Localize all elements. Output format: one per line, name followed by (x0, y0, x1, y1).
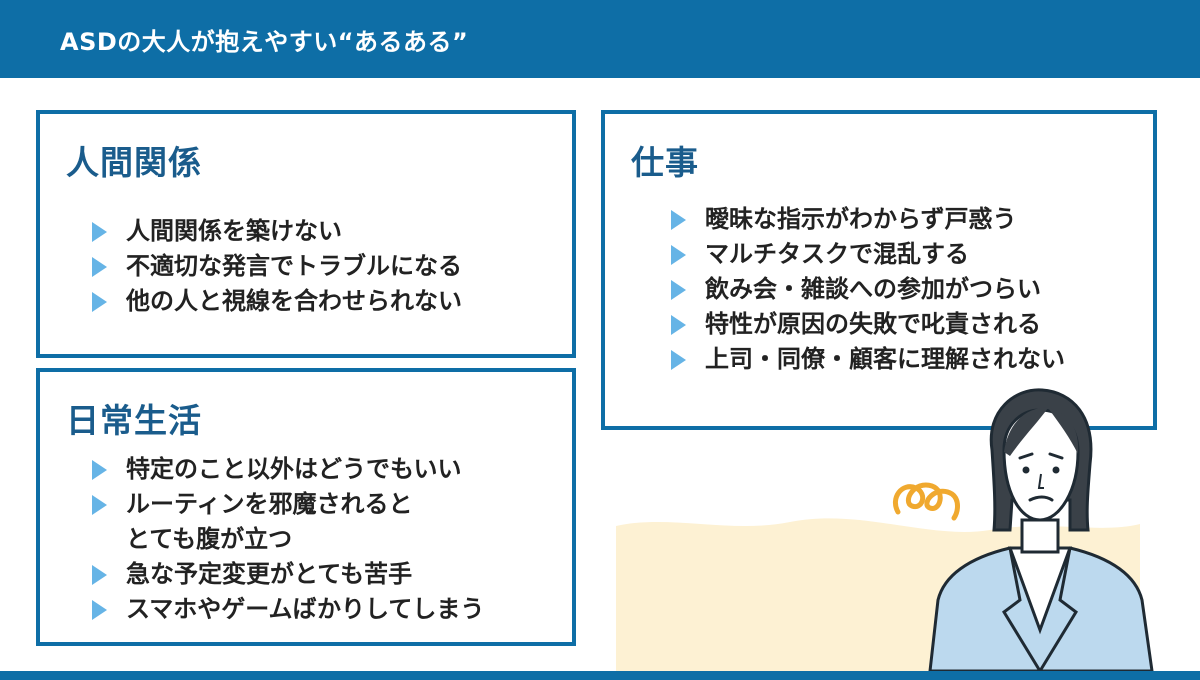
relations-list: 人間関係を築けない 不適切な発言でトラブルになる 他の人と視線を合わせられない (92, 214, 462, 319)
card-title-daily-life: 日常生活 (66, 401, 202, 440)
list-item: ルーティンを邪魔されるととても腹が立つ (92, 487, 484, 557)
list-item-continuation: とても腹が立つ (126, 525, 293, 553)
list-item: 曖昧な指示がわからず戸惑う (671, 202, 1065, 237)
list-item: 他の人と視線を合わせられない (92, 284, 462, 319)
footer-bar (0, 671, 1200, 680)
list-item: 人間関係を築けない (92, 214, 462, 249)
list-item: 不適切な発言でトラブルになる (92, 249, 462, 284)
daily-life-list: 特定のこと以外はどうでもいい ルーティンを邪魔されるととても腹が立つ 急な予定変… (92, 452, 484, 627)
list-item: スマホやゲームばかりしてしまう (92, 592, 484, 627)
work-list: 曖昧な指示がわからず戸惑う マルチタスクで混乱する 飲み会・雑談への参加がつらい… (671, 202, 1065, 377)
confusion-swirl-icon (892, 482, 960, 521)
list-item: マルチタスクで混乱する (671, 237, 1065, 272)
triangle-right-icon (92, 600, 107, 620)
card-work: 仕事 曖昧な指示がわからず戸惑う マルチタスクで混乱する 飲み会・雑談への参加が… (601, 110, 1157, 430)
list-item: 急な予定変更がとても苦手 (92, 557, 484, 592)
triangle-right-icon (671, 245, 686, 265)
triangle-right-icon (92, 495, 107, 515)
card-title-relations: 人間関係 (66, 143, 202, 182)
worried-woman-illustration (928, 388, 1154, 671)
list-item: 特定のこと以外はどうでもいい (92, 452, 484, 487)
triangle-right-icon (671, 210, 686, 230)
triangle-right-icon (92, 460, 107, 480)
list-item: 特性が原因の失敗で叱責される (671, 307, 1065, 342)
triangle-right-icon (92, 222, 107, 242)
triangle-right-icon (92, 292, 107, 312)
triangle-right-icon (671, 280, 686, 300)
triangle-right-icon (671, 350, 686, 370)
card-title-work: 仕事 (631, 143, 699, 182)
card-relations: 人間関係 人間関係を築けない 不適切な発言でトラブルになる 他の人と視線を合わせ… (36, 110, 576, 358)
list-item: 飲み会・雑談への参加がつらい (671, 272, 1065, 307)
triangle-right-icon (92, 257, 107, 277)
list-item: 上司・同僚・顧客に理解されない (671, 342, 1065, 377)
triangle-right-icon (92, 565, 107, 585)
page-title: ASDの大人が抱えやすい“あるある” (60, 28, 469, 56)
header-bar: ASDの大人が抱えやすい“あるある” (0, 0, 1200, 78)
card-daily-life: 日常生活 特定のこと以外はどうでもいい ルーティンを邪魔されるととても腹が立つ … (36, 368, 576, 646)
triangle-right-icon (671, 315, 686, 335)
